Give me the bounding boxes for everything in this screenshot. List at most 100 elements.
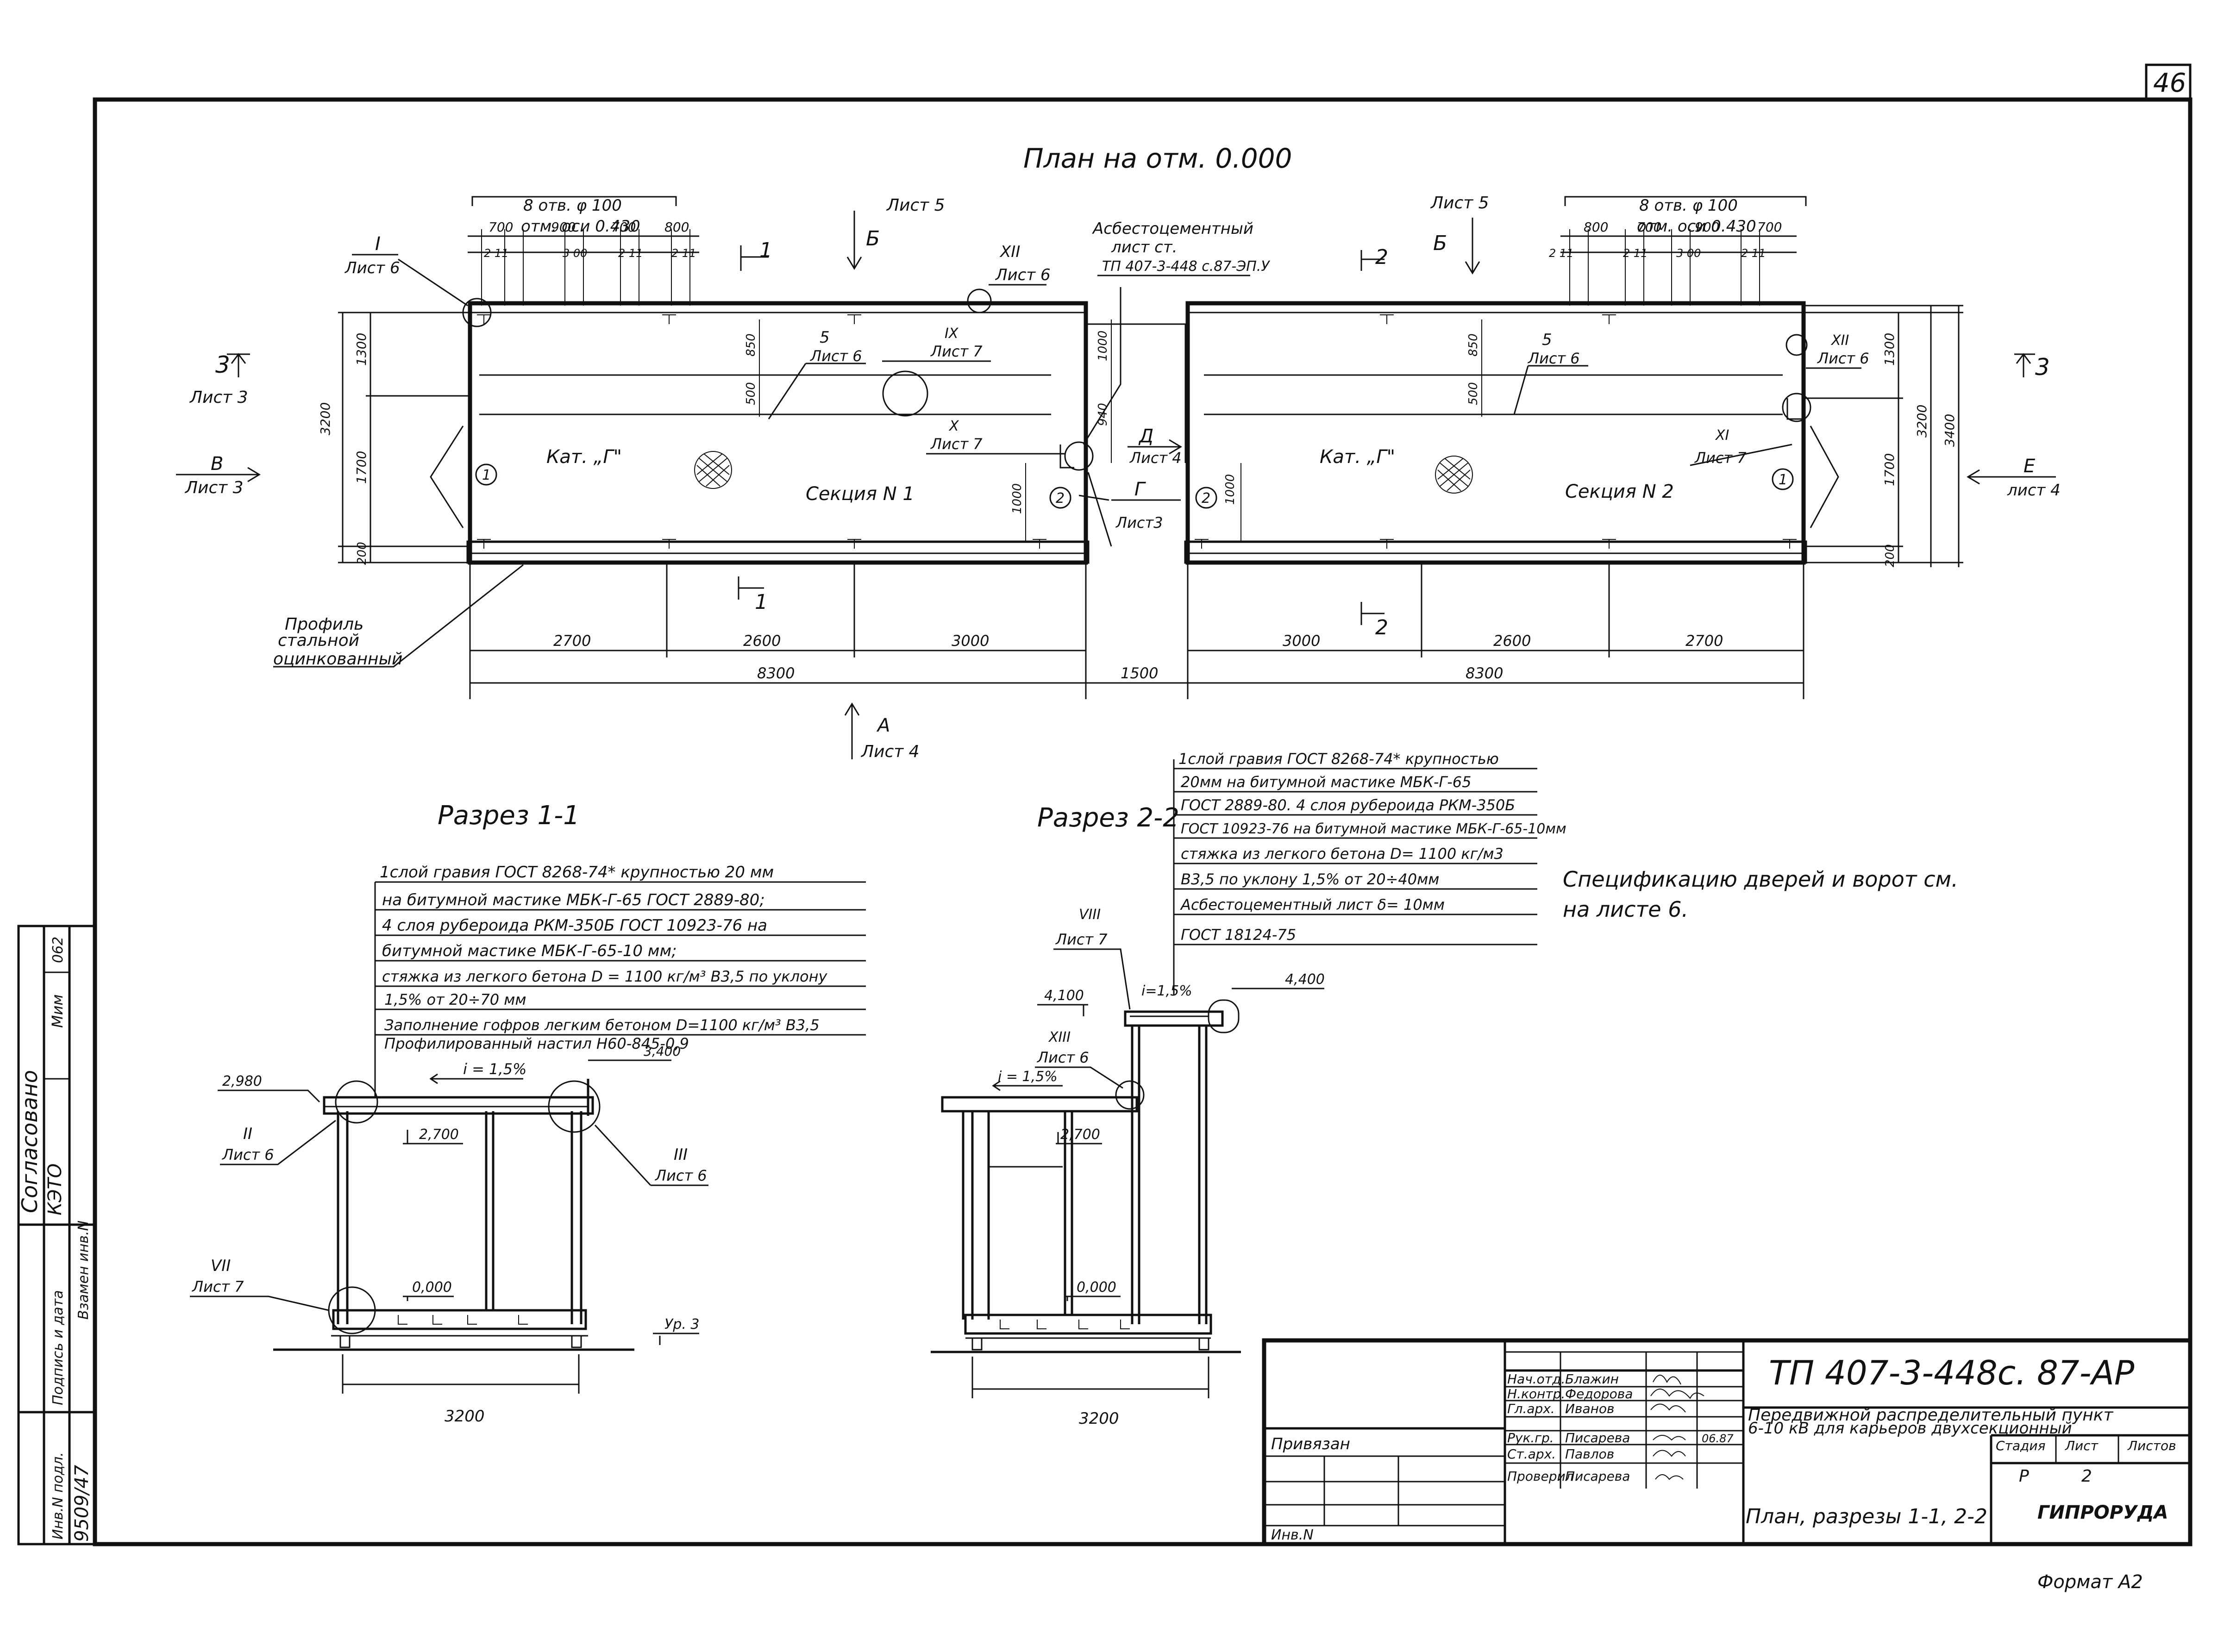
gap-dim: 1500 [1121,664,1158,682]
plan-holes-note-right-2: отм. оси 0.430 [1637,217,1756,236]
plan-dim-right-1: 700 [1637,219,1661,235]
tb-stage-header: Стадия [1996,1438,2045,1453]
plan-circle-2-left: 2 [1056,490,1065,507]
s22-ref-XIII: XIII [1048,1029,1071,1045]
profile-label-0: Профиль [285,615,363,634]
s11-layer-3: битумной мастике МБК-Г-65-10 мм; [382,942,677,960]
s11-layer-1: на битумной мастике МБК-Г-65 ГОСТ 2889-8… [382,891,765,909]
plan-circle-1-left: 1 [482,467,491,483]
ref-list3-c: Лист 3 [184,478,244,497]
vdim-left-2: 200 [355,542,369,565]
s11-ref-III: III [674,1145,688,1164]
tb-name-4: Павлов [1565,1446,1614,1462]
tb-name-5: Писарева [1565,1469,1630,1484]
plan-circle-2-right: 2 [1202,490,1210,507]
ref-list7-a: Лист 7 [930,343,983,360]
vdim-right-0: 1300 [1882,333,1897,366]
s11-ref-list7: Лист 7 [192,1278,244,1295]
plan-dim-left-small-3: 2 11 [671,247,696,260]
s11-mark-2980: 2,980 [222,1073,262,1089]
spec-note-0: Спецификацию дверей и ворот см. [1563,867,1958,892]
s22-ref-list6: Лист 6 [1037,1049,1089,1066]
plan-dim-right-small-2: 3 00 [1676,247,1701,260]
category-label-right: Кат. „Г" [1320,446,1395,468]
s11-layer-4: стяжка из легкого бетона D = 1100 кг/м³ … [382,968,828,985]
s11-ref-II: II [243,1125,252,1143]
ref-XII-b: XII [1830,332,1849,349]
ref-G: Г [1134,479,1146,500]
plan-holes-note-left-1: 8 отв. φ 100 [523,196,622,215]
s11-width: 3200 [445,1407,485,1426]
section22-layers: 1слой гравия ГОСТ 8268-74* крупностью 20… [1178,750,1566,944]
ref-1-bottom: 1 [755,590,768,614]
ref-list7-b: Лист 7 [930,435,983,453]
ref-XII-a: XII [999,243,1020,261]
stamp-inv-number: 9509/47 [71,1464,93,1542]
outer-frame [93,97,2193,1546]
s11-layer-2: 4 слоя рубероида РКМ-350Б ГОСТ 10923-76 … [382,916,767,935]
plan-dim-left-0: 700 [489,219,513,235]
s11-slope: i = 1,5% [463,1060,526,1078]
tb-desc-1: Передвижной распределительный пункт [1748,1406,2114,1425]
section11-building [273,1079,634,1351]
ref-D: Д [1138,426,1153,447]
s11-ref-VII: VII [211,1257,231,1275]
plan-dim-right-2: 900 [1695,219,1719,235]
s11-ur3: Ур. 3 [664,1316,699,1333]
s11-mark-3400: 3,400 [644,1044,681,1059]
ref-2-top: 2 [1375,245,1388,269]
signatures [1650,1375,1704,1480]
ref-IX: IX [945,325,959,342]
ref-list6-c: Лист 6 [810,347,862,365]
format-label: Формат А2 [2037,1571,2143,1593]
tb-name-0: Блажин [1565,1371,1619,1387]
ref-B-left: Б [866,227,880,250]
s22-layer-7: ГОСТ 18124-75 [1181,926,1296,944]
vdim-left-0: 1300 [354,333,369,366]
s22-layer-4: стяжка из легкого бетона D= 1100 кг/м3 [1181,845,1504,863]
ref-3-left: 3 [215,351,230,378]
asbestos-3: ТП 407-3-448 с.87-ЭП.У [1102,258,1270,275]
inner-dim-0: 850 [744,333,758,357]
section11-layers: 1слой гравия ГОСТ 8268-74* крупностью 20… [380,863,828,1052]
tb-role-0: Нач.отд. [1507,1371,1565,1387]
s22-layer-5: В3,5 по уклону 1,5% от 20÷40мм [1181,870,1439,888]
ref-n5-right: 5 [1542,331,1552,349]
s11-mark-2700: 2,700 [419,1126,459,1143]
inner-dim-2: 1000 [1096,331,1110,361]
bdim-left-0: 2700 [553,632,591,650]
section2-label: Секция N 2 [1565,481,1674,502]
tb-inv: Инв.N [1271,1527,1314,1543]
s11-ref-list6-b: Лист 6 [655,1167,707,1184]
ref-list3-b: Лист 3 [189,388,248,407]
s22-mark-4400: 4,400 [1285,971,1325,988]
bdim-right-0: 3000 [1283,632,1320,650]
stamp-code: 062 [50,937,66,963]
ref-V: В [211,453,223,475]
stamp-org: КЭТО [44,1164,66,1215]
ref-list7-c: Лист 7 [1694,449,1747,467]
stamp-sign: Мим [49,994,66,1028]
s22-ref-VIII: VIII [1079,907,1101,923]
s11-layer-7: Профилированный настил Н60-845-0,9 [384,1035,689,1052]
ref-X: X [948,418,959,434]
inner-dim-3: 940 [1096,403,1110,426]
inner-dim-7: 500 [1466,382,1480,405]
inner-dim-1: 500 [744,382,758,405]
tb-name-3: Писарева [1565,1430,1630,1446]
tb-role-3: Рук.гр. [1507,1430,1554,1446]
ref-A: А [876,715,890,736]
tb-role-5: Проверил [1507,1469,1574,1484]
page-number-box [2145,63,2192,101]
tb-bound: Привязан [1271,1435,1350,1453]
s22-layer-6: Асбестоцементный лист δ= 10мм [1180,896,1445,914]
s22-mark-0000: 0,000 [1077,1279,1116,1295]
s22-slope: i = 1,5% [998,1069,1058,1085]
tb-stage: Р [2019,1467,2029,1486]
inner-dim-4: 1000 [1010,483,1024,514]
ref-3-right: 3 [2035,354,2050,381]
profile-label-2: оцинкованный [273,650,402,669]
overall-right: 8300 [1466,664,1503,682]
s22-mark-2700: 2,700 [1060,1126,1100,1143]
page-number: 46 [2153,68,2186,98]
